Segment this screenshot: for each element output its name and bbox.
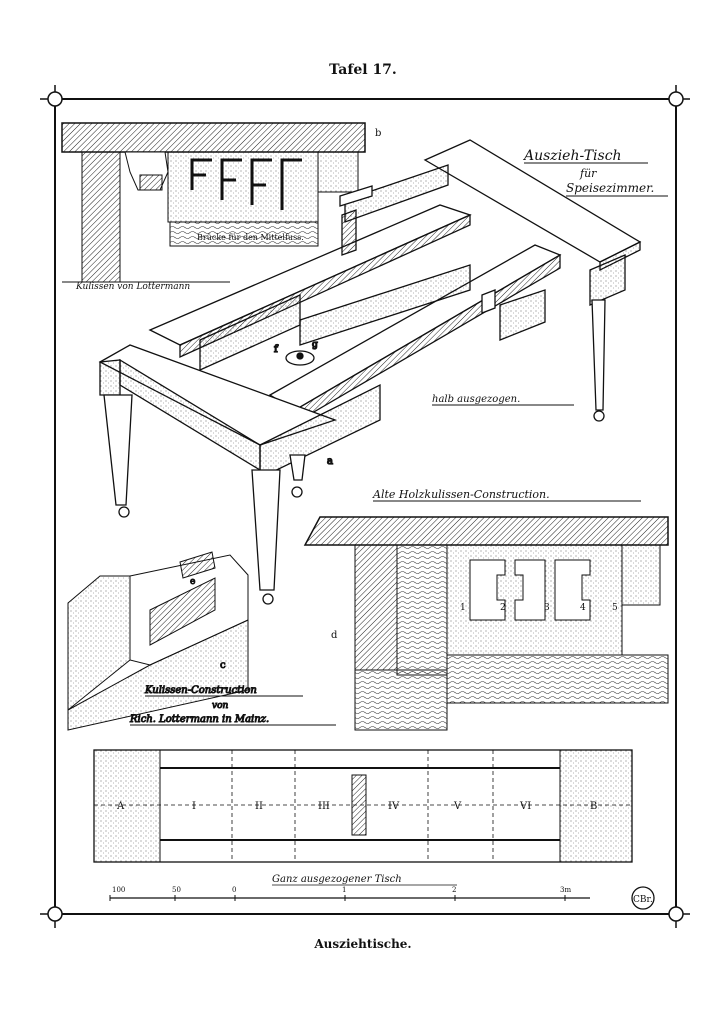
lottermann-construction-detail: c e Kulissen-Construction von Rich. Lott… (67, 551, 336, 731)
plan-section-labels: A I II III IV V VI B (116, 801, 597, 812)
plan-section: IV (388, 801, 400, 812)
scale-tick: 0 (232, 886, 236, 894)
plate-caption: Ausziehtische. (314, 937, 412, 951)
fully-extended-label: Ganz ausgezogener Tisch (272, 874, 402, 885)
plate-frame (40, 85, 690, 928)
scale-tick: 100 (112, 886, 125, 894)
old-wood-slide-section: Alte Holzkulissen-Construction. 1 2 3 4 … (303, 488, 669, 731)
slide-number: 1 (460, 603, 466, 613)
slide-number: 5 (612, 603, 618, 613)
ref-g: g (312, 340, 318, 350)
scale-tick: 2 (452, 886, 456, 894)
bridge-label: Brücke für den Mittelfuss. (197, 233, 304, 242)
title-line-2: für (579, 167, 597, 180)
plan-end-left: A (116, 801, 125, 812)
slide-number: 2 (500, 603, 506, 613)
plan-section: V (453, 801, 462, 812)
ref-f: f (274, 344, 279, 355)
old-construction-label: Alte Holzkulissen-Construction. (372, 488, 550, 501)
plan-section: II (255, 801, 263, 812)
plan-section: I (192, 801, 196, 812)
plan-section: VI (519, 801, 531, 812)
corner-mark (47, 906, 63, 922)
ref-d: d (331, 630, 338, 641)
scale-tick: 1 (342, 886, 346, 894)
plan-section: III (318, 801, 330, 812)
fully-extended-plan: A I II III IV V VI B Ganz ausgezogener T… (93, 749, 633, 886)
title-line-3: Speisezimmer. (566, 181, 654, 195)
plate-title: Tafel 17. (329, 62, 397, 78)
ref-a: a (327, 456, 333, 467)
ref-c: c (220, 660, 226, 671)
extending-table-illustration: f g a (98, 139, 642, 605)
corner-mark (668, 91, 684, 107)
corner-mark (47, 91, 63, 107)
construction-label-1: Kulissen-Construction (144, 685, 257, 696)
ref-b: b (375, 128, 381, 139)
ref-e: e (190, 577, 195, 587)
monogram-text: CBr. (633, 895, 653, 905)
lottermann-slide-section: Brücke für den Mittelfuss. Kulissen von … (61, 122, 381, 292)
construction-label-3: Rich. Lottermann in Mainz. (129, 714, 269, 725)
kulissen-von-label: Kulissen von Lottermann (75, 282, 190, 292)
old-slide-numbers: 1 2 3 4 5 (460, 603, 618, 613)
scale-bar: 100 50 0 1 2 3m (109, 886, 590, 901)
construction-label-2: von (212, 701, 229, 711)
half-extended-label: halb ausgezogen. (432, 394, 520, 405)
corner-mark (668, 906, 684, 922)
scale-tick: 50 (172, 886, 181, 894)
table-title: Auszieh-Tisch für Speisezimmer. halb aus… (432, 148, 668, 406)
slide-number: 3 (544, 603, 550, 613)
title-line-1: Auszieh-Tisch (522, 148, 622, 164)
scale-tick: 3m (560, 886, 571, 894)
slide-number: 4 (580, 603, 586, 613)
artist-monogram: CBr. (631, 886, 655, 910)
plan-end-right: B (590, 801, 597, 812)
